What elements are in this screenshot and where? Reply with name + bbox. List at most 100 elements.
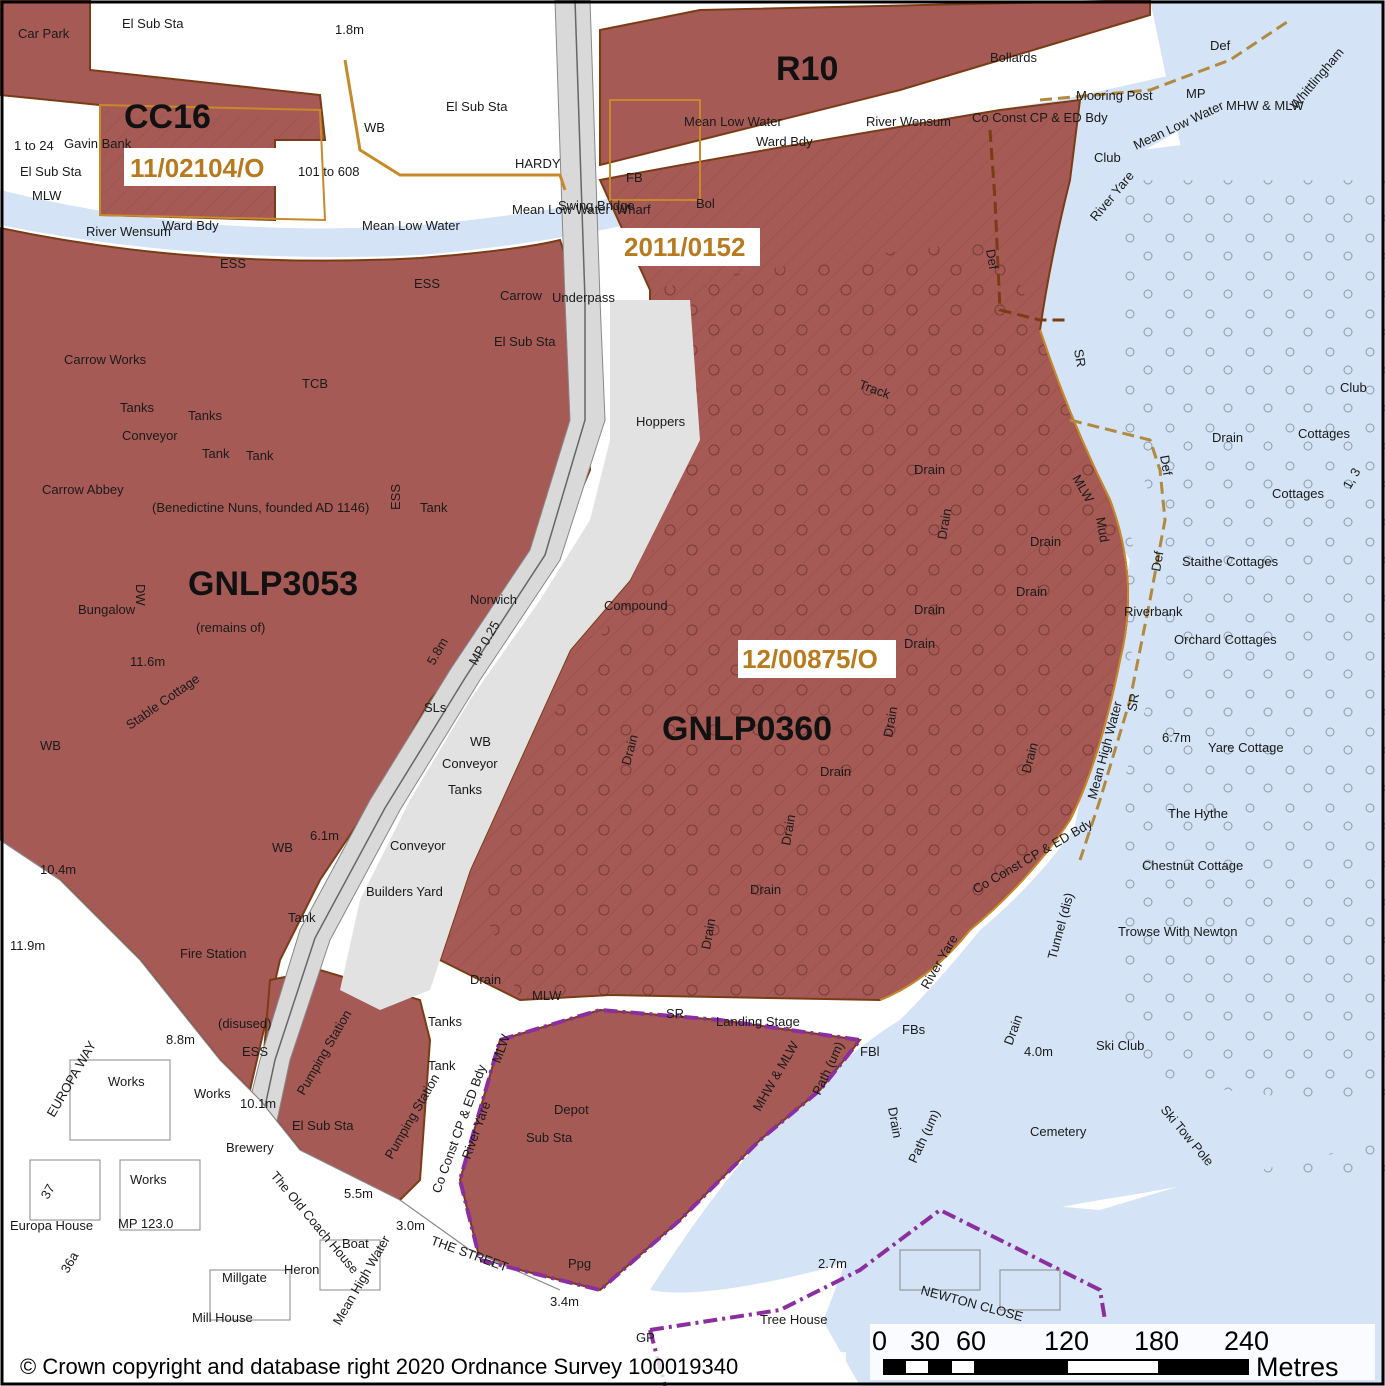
label-sls: SLs bbox=[424, 700, 447, 715]
label-works-3: Works bbox=[130, 1172, 167, 1187]
label-el-sub-sta-4: El Sub Sta bbox=[494, 334, 556, 349]
label-def-3: Def bbox=[1157, 454, 1175, 477]
label-6-1m: 6.1m bbox=[310, 828, 339, 843]
app-boundary-1 bbox=[99, 103, 327, 222]
label-staithe: Staithe Cottages bbox=[1182, 554, 1279, 569]
label-carrow-abbey: Carrow Abbey bbox=[42, 482, 124, 497]
label-tank-3: Tank bbox=[420, 500, 448, 515]
site-r10-area bbox=[599, 0, 1151, 167]
east-trees bbox=[1120, 180, 1385, 1180]
label-dw: DW bbox=[133, 584, 148, 606]
label-sr-1: SR bbox=[1071, 348, 1089, 368]
label-carrow: Carrow bbox=[500, 288, 543, 303]
label-tanks-1: Tanks bbox=[120, 400, 154, 415]
label-conveyor-1: Conveyor bbox=[122, 428, 178, 443]
copyright-bg bbox=[16, 1352, 846, 1380]
app-box-3 bbox=[738, 640, 896, 678]
label-cottages-2: Cottages bbox=[1272, 486, 1325, 501]
label-ward-bdy-1: Ward Bdy bbox=[162, 218, 219, 233]
label-el-sub-sta-5: El Sub Sta bbox=[292, 1118, 354, 1133]
label-fbs: FBs bbox=[902, 1022, 926, 1037]
label-orchard: Orchard Cottages bbox=[1174, 632, 1277, 647]
label-fbl: FBl bbox=[860, 1044, 880, 1059]
label-heron: Heron bbox=[284, 1262, 319, 1277]
label-drain-15: Drain bbox=[698, 917, 718, 950]
label-fb: FB bbox=[626, 170, 643, 185]
label-tree-house: Tree House bbox=[760, 1312, 827, 1327]
app-boundary-2 bbox=[609, 99, 701, 201]
buildings-sw bbox=[29, 1059, 1061, 1321]
label-club-1: Club bbox=[1094, 150, 1121, 165]
label-compound: Compound bbox=[604, 598, 668, 613]
label-tank-4: Tank bbox=[288, 910, 316, 925]
scale-seg-1 bbox=[884, 1360, 906, 1374]
label-chestnut: Chestnut Cottage bbox=[1142, 858, 1243, 873]
label-builders-yard: Builders Yard bbox=[366, 884, 443, 899]
label-tanks-2: Tanks bbox=[188, 408, 222, 423]
label-drain-11: Drain bbox=[880, 705, 900, 738]
label-def-4: Def bbox=[1148, 550, 1166, 573]
label-landing-stage: Landing Stage bbox=[716, 1014, 800, 1029]
label-tank-5: Tank bbox=[428, 1058, 456, 1073]
label-conveyor-2: Conveyor bbox=[442, 756, 498, 771]
label-sr-2: SR bbox=[1124, 692, 1142, 712]
label-drain-4: Drain bbox=[1016, 584, 1047, 599]
label-tanks-4: Tanks bbox=[428, 1014, 462, 1029]
label-mhw-mlw-1: MHW & MLW bbox=[1226, 98, 1304, 113]
label-sub-sta: Sub Sta bbox=[526, 1130, 573, 1145]
label-wb-2: WB bbox=[40, 738, 61, 753]
label-europa-house: Europa House bbox=[10, 1218, 93, 1233]
label-37: 37 bbox=[38, 1181, 58, 1201]
label-brewery: Brewery bbox=[226, 1140, 274, 1155]
compound-area bbox=[340, 300, 700, 1010]
label-1-to-24: 1 to 24 bbox=[14, 138, 54, 153]
label-mean-low-water-2: Mean Low Water bbox=[512, 202, 610, 217]
scale-seg-3 bbox=[974, 1360, 1068, 1374]
purple-boundary-2 bbox=[649, 1207, 1107, 1332]
label-wharf: Wharf bbox=[616, 202, 651, 217]
label-tank-1: Tank bbox=[202, 446, 230, 461]
label-cottages-1: Cottages bbox=[1298, 426, 1351, 441]
label-def-1: Def bbox=[1210, 38, 1231, 53]
label-depot: Depot bbox=[554, 1102, 589, 1117]
label-drain-9: Drain bbox=[470, 972, 501, 987]
label-ward-bdy-2: Ward Bdy bbox=[756, 134, 813, 149]
label-mean-low-water-1: Mean Low Water bbox=[362, 218, 460, 233]
label-cemetery: Cemetery bbox=[1030, 1124, 1087, 1139]
label-drain-14: Drain bbox=[778, 813, 798, 846]
app-box-1 bbox=[124, 148, 280, 186]
label-bol: Bol bbox=[696, 196, 715, 211]
label-river-wensum-2: River Wensum bbox=[866, 114, 951, 129]
label-fire-station: Fire Station bbox=[180, 946, 246, 961]
site-label-cc16: CC16 bbox=[124, 98, 211, 136]
scale-tick-30: 30 bbox=[910, 1326, 940, 1356]
gnlp0360-trees bbox=[480, 240, 1128, 1000]
label-wb-3: WB bbox=[470, 734, 491, 749]
label-11-9m: 11.9m bbox=[10, 938, 45, 953]
label-drain-10: Drain bbox=[934, 507, 954, 540]
scale-unit: Metres bbox=[1256, 1352, 1339, 1382]
purple-boundary-1 bbox=[457, 1007, 864, 1293]
label-drain-7: Drain bbox=[820, 764, 851, 779]
label-wb-4: WB bbox=[272, 840, 293, 855]
def-line bbox=[1069, 418, 1167, 861]
app-boundary-road bbox=[343, 59, 567, 191]
label-co-const-1: Co Const CP & ED Bdy bbox=[972, 110, 1108, 125]
label-mp: MP bbox=[1186, 86, 1206, 101]
scale-tick-240: 240 bbox=[1224, 1326, 1269, 1356]
label-8-8m: 8.8m bbox=[166, 1032, 195, 1047]
label-norwich: Norwich bbox=[470, 592, 517, 607]
scale-tick-120: 120 bbox=[1044, 1326, 1089, 1356]
label-3-0m: 3.0m bbox=[396, 1218, 425, 1233]
label-ess-1: ESS bbox=[220, 256, 246, 271]
copyright-text: © Crown copyright and database right 202… bbox=[20, 1354, 738, 1379]
scale-seg-2 bbox=[928, 1360, 952, 1374]
label-tanks-3: Tanks bbox=[448, 782, 482, 797]
label-works-2: Works bbox=[194, 1086, 231, 1101]
label-ess-2: ESS bbox=[414, 276, 440, 291]
label-gp: GP bbox=[636, 1330, 655, 1345]
label-works-1: Works bbox=[108, 1074, 145, 1089]
label-the-hythe: The Hythe bbox=[1168, 806, 1228, 821]
label-10-4m: 10.4m bbox=[40, 862, 76, 877]
